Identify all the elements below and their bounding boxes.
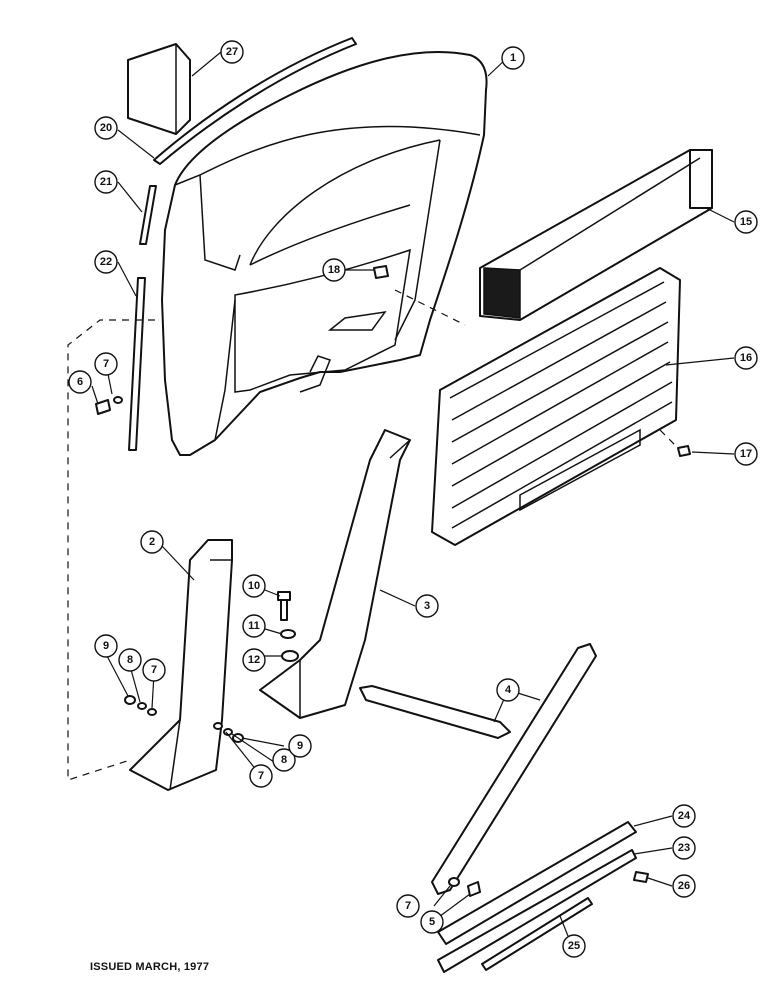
callout-11: 11 <box>242 614 266 638</box>
part-27-foam-block <box>127 43 191 135</box>
callout-12: 12 <box>242 648 266 672</box>
part-7-washer-top <box>113 396 123 404</box>
callout-2: 2 <box>140 530 164 554</box>
part-23-strip <box>437 849 637 973</box>
callout-20: 20 <box>94 116 118 140</box>
callout-21-label: 21 <box>100 176 112 188</box>
part-21-side-strip <box>139 185 157 245</box>
callout-7-top-label: 7 <box>103 358 109 370</box>
callout-22: 22 <box>94 250 118 274</box>
callout-2-label: 2 <box>149 536 155 548</box>
part-16-grille <box>431 267 681 546</box>
callout-15: 15 <box>734 210 758 234</box>
callout-8-right: 8 <box>272 748 296 772</box>
callout-18-label: 18 <box>328 264 340 276</box>
part-22-side-strip <box>128 277 146 451</box>
callout-7-mid: 7 <box>249 764 273 788</box>
callout-25: 25 <box>562 934 586 958</box>
callout-27: 27 <box>220 40 244 64</box>
part-4-braces <box>359 643 597 895</box>
part-18-clip <box>373 265 389 279</box>
callout-26: 26 <box>672 874 696 898</box>
part-15-filter <box>479 149 713 321</box>
assembly-line-grille <box>394 289 466 326</box>
part-10-bolt <box>277 591 291 621</box>
callout-1-label: 1 <box>510 52 516 64</box>
hardware-left-set <box>124 695 157 716</box>
callout-1: 1 <box>501 46 525 70</box>
part-12-nut <box>281 650 299 662</box>
callout-7-left-label: 7 <box>151 664 157 676</box>
callout-8-right-label: 8 <box>281 754 287 766</box>
part-6-screw <box>95 399 111 415</box>
part-24-foam-strip <box>437 821 637 945</box>
assembly-line-left <box>67 319 155 781</box>
callout-4: 4 <box>496 678 520 702</box>
callout-25-label: 25 <box>568 940 580 952</box>
callout-21: 21 <box>94 170 118 194</box>
callout-9-left-label: 9 <box>103 640 109 652</box>
callout-11-label: 11 <box>248 620 260 632</box>
callout-27-label: 27 <box>226 46 238 58</box>
part-26-screw <box>633 871 649 883</box>
callout-4-label: 4 <box>505 684 512 696</box>
callout-24: 24 <box>672 804 696 828</box>
part-3-bracket <box>259 429 411 719</box>
callout-20-label: 20 <box>100 122 112 134</box>
issued-date-footer: ISSUED MARCH, 1977 <box>90 961 210 973</box>
callout-10: 10 <box>242 574 266 598</box>
part-2-bracket <box>129 539 233 791</box>
callout-7-bottom: 7 <box>396 894 420 918</box>
assembly-line-screw <box>659 429 679 449</box>
callout-9-right-label: 9 <box>297 740 303 752</box>
callout-22-label: 22 <box>100 256 112 268</box>
callout-3-label: 3 <box>424 600 430 612</box>
callout-24-label: 24 <box>678 810 691 822</box>
callout-23-label: 23 <box>678 842 690 854</box>
callout-17-label: 17 <box>740 448 752 460</box>
part-7-washer-bottom <box>448 877 460 887</box>
callout-23: 23 <box>672 836 696 860</box>
callout-3: 3 <box>415 594 439 618</box>
part-20-top-seal <box>153 37 357 165</box>
callout-8-left-label: 8 <box>127 654 133 666</box>
callout-18: 18 <box>322 258 346 282</box>
callout-16-label: 16 <box>740 352 752 364</box>
callout-6: 6 <box>68 370 92 394</box>
callout-8-left: 8 <box>118 648 142 672</box>
callout-10-label: 10 <box>248 580 260 592</box>
callout-12-label: 12 <box>248 654 260 666</box>
callout-9-left: 9 <box>94 634 118 658</box>
part-17-screw <box>677 445 691 457</box>
part-25-strip <box>481 897 593 971</box>
callout-7-mid-label: 7 <box>258 770 264 782</box>
callout-7-top: 7 <box>94 352 118 376</box>
callout-7-bottom-label: 7 <box>405 900 411 912</box>
callout-5-label: 5 <box>429 916 435 928</box>
callout-16: 16 <box>734 346 758 370</box>
part-5-screw <box>467 881 481 897</box>
callout-15-label: 15 <box>740 216 752 228</box>
callout-26-label: 26 <box>678 880 690 892</box>
part-1-housing <box>161 50 488 456</box>
callout-6-label: 6 <box>77 376 83 388</box>
callout-7-left: 7 <box>142 658 166 682</box>
callout-5: 5 <box>420 910 444 934</box>
callout-17: 17 <box>734 442 758 466</box>
callout-9-right: 9 <box>288 734 312 758</box>
part-11-washer <box>280 629 296 639</box>
